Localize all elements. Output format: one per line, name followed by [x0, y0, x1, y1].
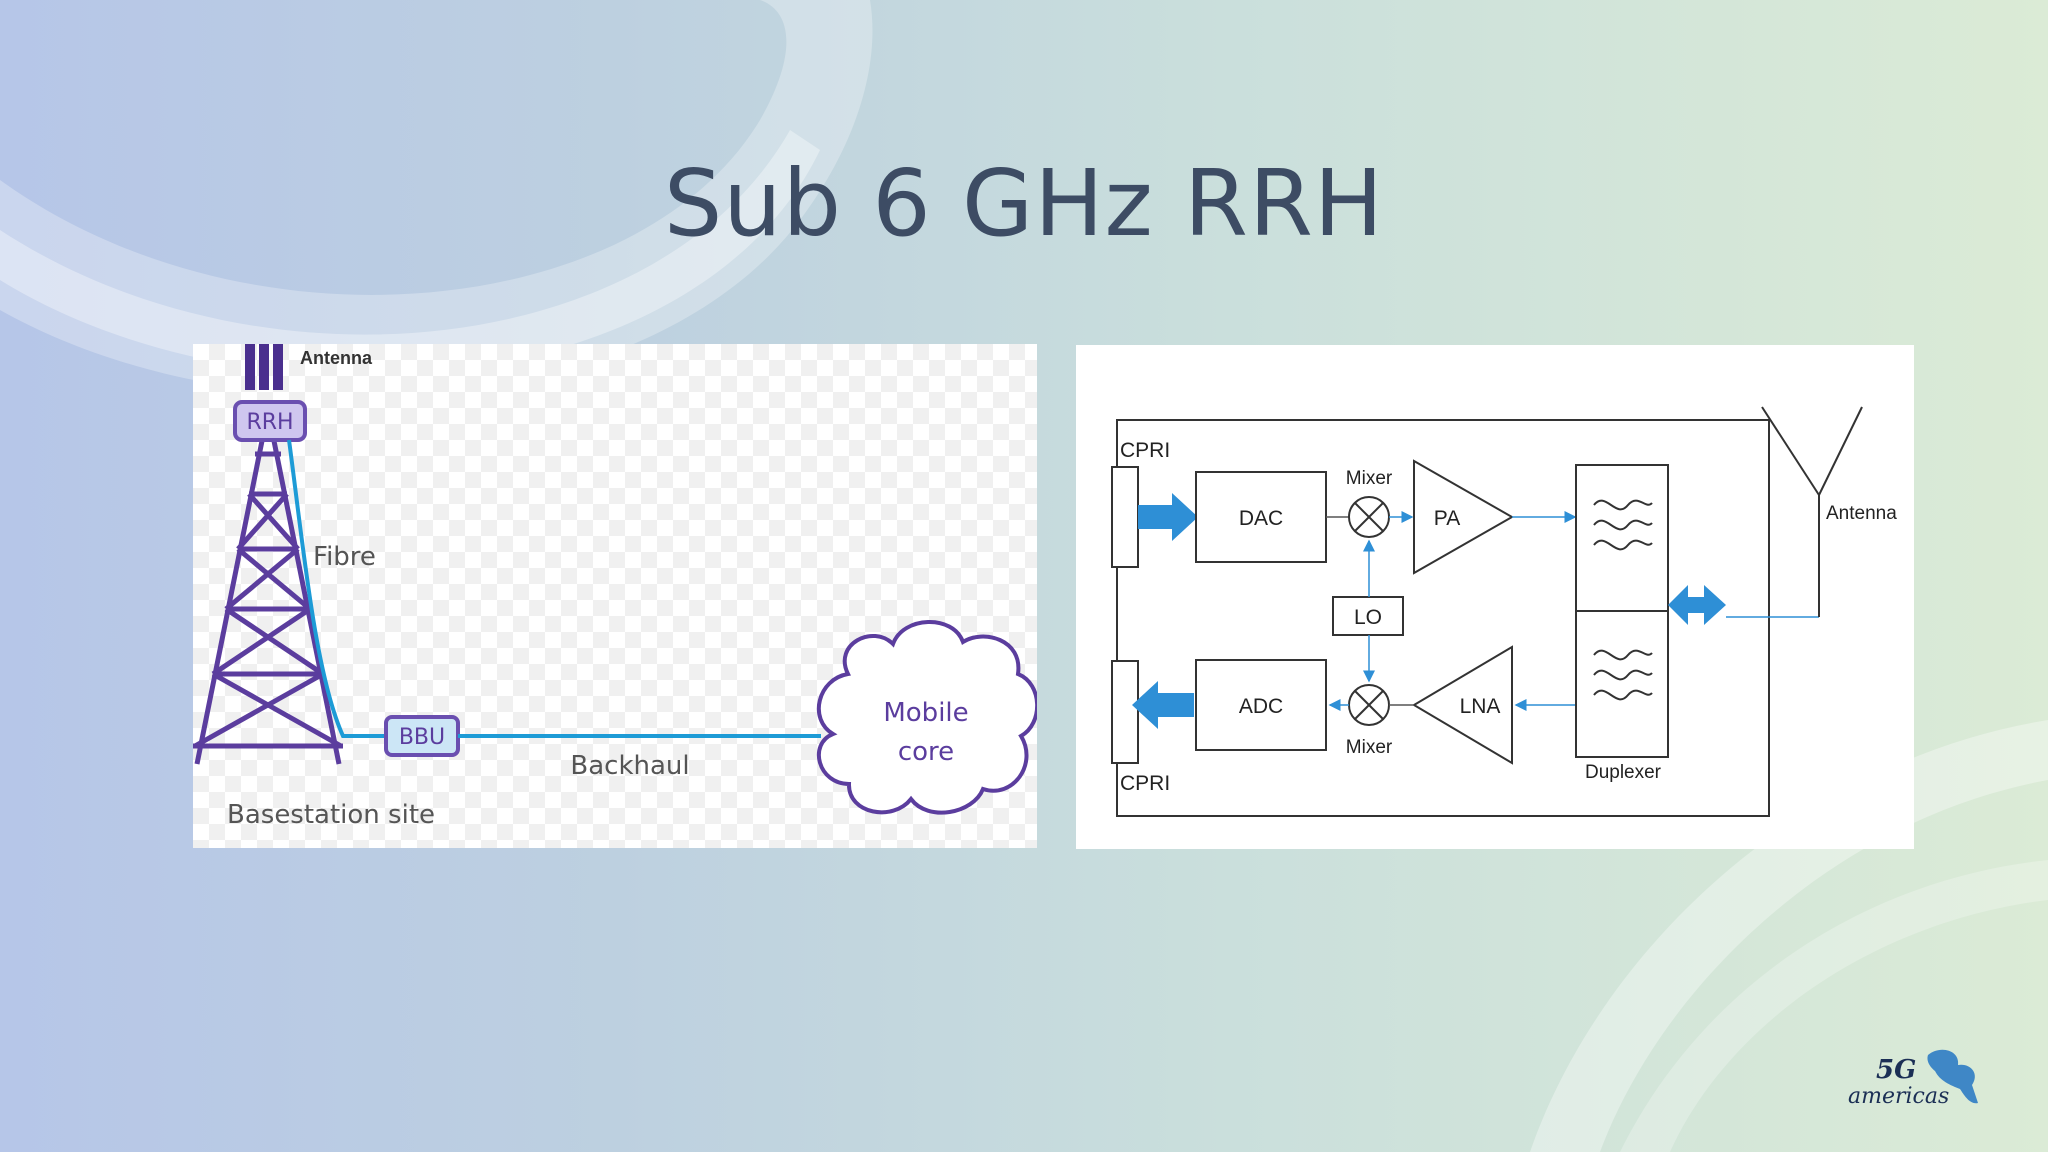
slide-title: Sub 6 GHz RRH	[663, 150, 1385, 257]
rrh-block-diagram: CPRI CPRI DAC ADC Mixer Mixer LO	[1076, 345, 1914, 849]
cpri-top-label: CPRI	[1120, 439, 1170, 462]
basestation-diagram: Antenna RRH Fibre BBU	[193, 344, 1037, 848]
lo-label: LO	[1354, 606, 1382, 629]
logo-5g-text: 5G	[1876, 1055, 1916, 1085]
bbu-label: BBU	[399, 725, 445, 750]
tower-icon	[193, 435, 343, 765]
lo-block	[1332, 596, 1404, 636]
rrh-enclosure	[1116, 419, 1770, 817]
fibre-label: Fibre	[313, 542, 376, 572]
antenna-label: Antenna	[1826, 503, 1897, 524]
tx-input-arrow	[1138, 493, 1198, 541]
5g-americas-logo: 5G americas	[1840, 1045, 1990, 1115]
antenna-label: Antenna	[300, 348, 373, 368]
adc-block	[1195, 659, 1327, 751]
cloud-label-line2: core	[898, 737, 954, 767]
logo-americas-text: americas	[1848, 1084, 1949, 1109]
mixer-bottom-icon	[1348, 684, 1390, 726]
mobile-core-cloud	[816, 620, 1037, 815]
cloud-label-line1: Mobile	[883, 698, 968, 728]
basestation-site-label: Basestation site	[227, 800, 435, 830]
rrh-label: RRH	[246, 410, 293, 435]
backhaul-label: Backhaul	[570, 751, 689, 781]
filter-top-icon	[1593, 499, 1653, 551]
mixer-top-icon	[1348, 496, 1390, 538]
rx-output-arrow	[1132, 681, 1194, 729]
cpri-connector-bottom	[1111, 660, 1139, 764]
mixer-top-label: Mixer	[1346, 468, 1393, 489]
pa-label: PA	[1434, 507, 1460, 530]
cpri-bottom-label: CPRI	[1120, 772, 1170, 795]
pa-amplifier	[1413, 459, 1515, 575]
duplexer-block	[1575, 464, 1669, 758]
adc-label: ADC	[1239, 695, 1283, 718]
duplexer-label: Duplexer	[1585, 762, 1662, 783]
basestation-diagram-svg: Antenna RRH Fibre BBU	[193, 344, 1037, 830]
lna-amplifier	[1412, 645, 1513, 765]
bidirectional-arrow	[1668, 585, 1726, 625]
globe-icon	[1927, 1049, 1978, 1104]
dac-label: DAC	[1239, 507, 1283, 530]
antenna-symbol-icon	[1761, 406, 1863, 617]
dac-block	[1195, 471, 1327, 563]
antenna-icon	[245, 344, 283, 390]
rrh-box	[233, 400, 307, 442]
lna-label: LNA	[1460, 695, 1501, 718]
filter-bottom-icon	[1593, 649, 1653, 701]
fibre-link	[287, 439, 386, 738]
rrh-block-diagram-svg: CPRI CPRI DAC ADC Mixer Mixer LO	[1111, 406, 1897, 817]
cpri-connector-top	[1111, 466, 1139, 568]
mixer-bottom-label: Mixer	[1346, 737, 1393, 758]
